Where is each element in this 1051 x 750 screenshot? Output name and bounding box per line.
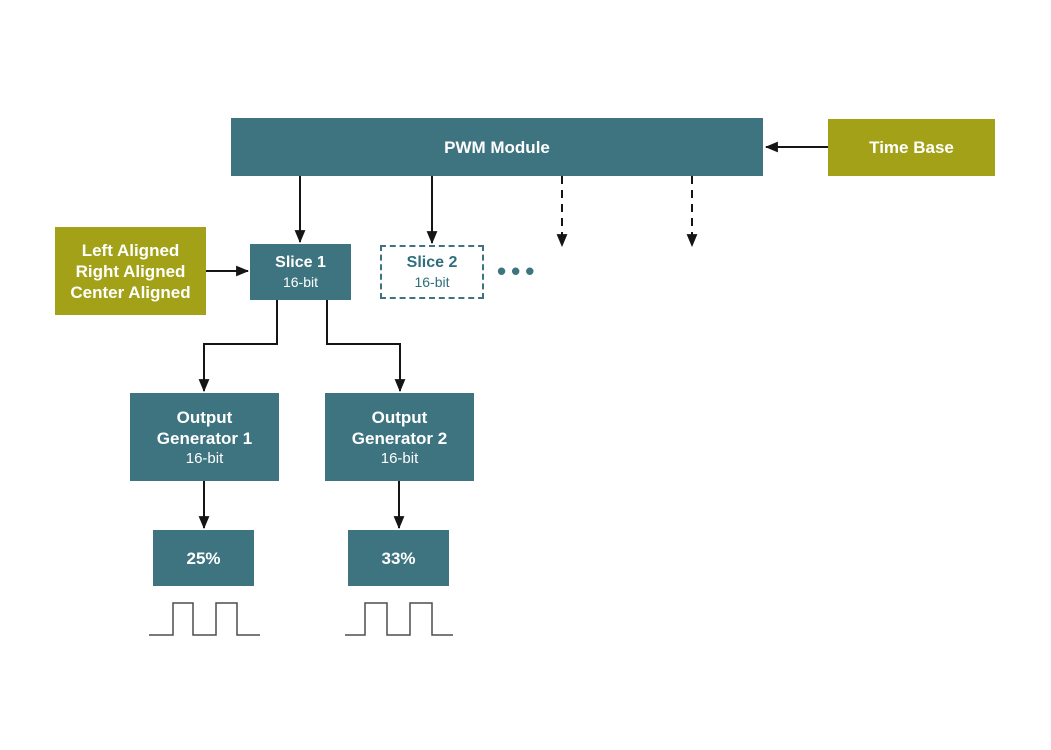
slice-2-node: Slice 2 16-bit [380,245,484,299]
duty-33-label: 33% [381,548,416,568]
og1-subtitle: 16-bit [185,449,224,467]
pwm-module-label: PWM Module [444,137,550,157]
output-generator-1-node: Output Generator 1 16-bit [130,393,279,481]
more-slices-ellipsis-icon: ••• [497,256,540,286]
time-base-label: Time Base [869,138,954,157]
alignment-line-left: Left Aligned [81,240,180,260]
time-base-node: Time Base [828,119,995,176]
pwm-waveform-25-icon [149,602,260,636]
pwm-module-node: PWM Module [231,118,763,176]
connector-slice1-to-generator1 [198,300,278,393]
connector-slice1-to-generator2 [326,300,406,393]
slice-1-subtitle: 16-bit [282,273,319,290]
alignment-line-center: Center Aligned [70,282,191,302]
og2-subtitle: 16-bit [380,449,419,467]
og2-title-line2: Generator 2 [351,428,448,448]
alignment-line-right: Right Aligned [75,261,186,281]
slice-1-node: Slice 1 16-bit [250,244,351,300]
duty-cycle-25-node: 25% [153,530,254,586]
og2-title-line1: Output [371,407,428,427]
output-generator-2-node: Output Generator 2 16-bit [325,393,474,481]
og1-title-line2: Generator 1 [156,428,253,448]
duty-cycle-33-node: 33% [348,530,449,586]
alignment-modes-node: Left Aligned Right Aligned Center Aligne… [55,227,206,315]
pwm-waveform-33-icon [345,602,453,636]
slice-2-title: Slice 2 [406,253,458,271]
slice-2-subtitle: 16-bit [414,273,450,290]
duty-25-label: 25% [186,548,221,568]
og1-title-line1: Output [176,407,233,427]
slice-1-title: Slice 1 [275,253,326,271]
